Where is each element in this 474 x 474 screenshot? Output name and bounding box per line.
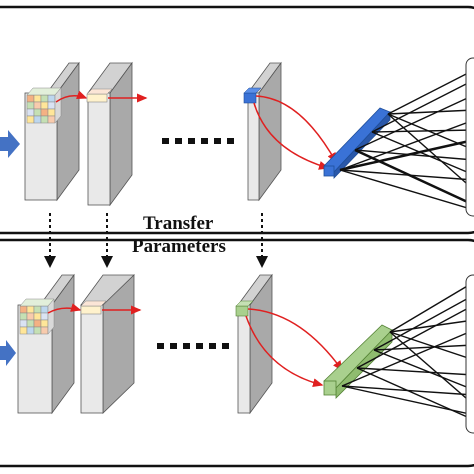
source-output-layer (465, 57, 474, 217)
target-dense-connections (341, 281, 474, 421)
target-conv-layer-2 (80, 274, 135, 414)
source-kernel-grid-icon (26, 87, 62, 124)
source-conv-layer-n (243, 61, 282, 202)
target-conv-layer-1 (17, 273, 75, 415)
source-red-arrow-1 (55, 90, 88, 103)
source-ellipsis-icon (162, 138, 234, 144)
target-ellipsis-icon (157, 343, 229, 349)
target-input-arrow-icon (0, 340, 16, 366)
target-red-arrow-4 (245, 315, 324, 388)
source-dense-connections (339, 69, 474, 211)
target-kernel-grid-icon (19, 298, 55, 335)
source-flatten-layer (323, 107, 391, 179)
source-conv-layer-1 (24, 61, 80, 202)
source-red-arrow-4 (253, 102, 330, 170)
source-red-arrow-3 (255, 95, 337, 164)
target-red-arrow-3 (247, 308, 343, 372)
transfer-label-line2: Parameters (132, 236, 226, 257)
target-panel-border (0, 238, 474, 468)
transfer-label-line1: Transfer (143, 213, 214, 234)
source-model-panel (0, 5, 474, 235)
target-output-layer (465, 274, 474, 434)
source-conv-layer-2 (86, 61, 133, 207)
target-conv-layer-n (235, 273, 273, 415)
target-model-panel (0, 238, 474, 468)
source-input-arrow-icon (0, 130, 20, 158)
source-panel-border (0, 5, 474, 235)
target-red-arrow-1 (47, 303, 82, 314)
